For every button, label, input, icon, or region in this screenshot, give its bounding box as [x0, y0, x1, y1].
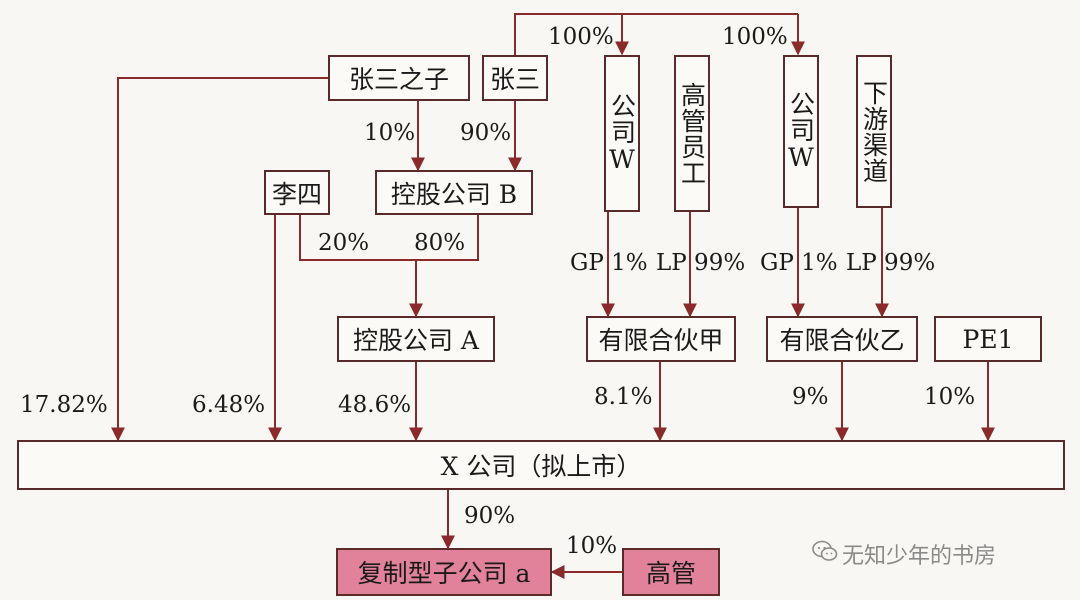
- node-holding-b: 控股公司 B: [375, 170, 533, 215]
- watermark-text: 无知少年的书房: [842, 544, 997, 569]
- node-lisi: 李四: [264, 170, 330, 215]
- node-company-x: X 公司（拟上市）: [17, 440, 1065, 490]
- node-replica-subsidiary: 复制型子公司 a: [336, 548, 552, 596]
- label-lp-jia: LP 99%: [656, 250, 746, 276]
- label-zs-to-b: 90%: [460, 120, 512, 146]
- label-gp-jia: GP 1%: [570, 250, 648, 276]
- node-partnership-jia: 有限合伙甲: [586, 316, 736, 362]
- node-downstream: 下游渠道: [856, 55, 892, 208]
- label-jia-to-x: 8.1%: [594, 384, 653, 410]
- label-b-to-a: 80%: [414, 230, 466, 256]
- label-yi-to-x: 9%: [792, 384, 829, 410]
- label-lp-yi: LP 99%: [846, 250, 936, 276]
- label-exec-to-sub: 10%: [566, 533, 618, 559]
- node-holding-a: 控股公司 A: [337, 316, 495, 362]
- node-executives: 高管: [622, 548, 720, 596]
- watermark: 无知少年的书房: [812, 538, 996, 570]
- label-son-to-x: 17.82%: [20, 392, 108, 418]
- node-zhangsan-son: 张三之子: [328, 55, 470, 101]
- label-gp-yi: GP 1%: [760, 250, 838, 276]
- label-pct-100-right: 100%: [722, 24, 788, 50]
- label-lisi-to-x: 6.48%: [192, 392, 266, 418]
- label-lisi-to-a: 20%: [318, 230, 370, 256]
- node-zhangsan: 张三: [482, 55, 548, 101]
- label-son-to-b: 10%: [364, 120, 416, 146]
- node-partnership-yi: 有限合伙乙: [766, 316, 918, 362]
- node-company-w-2: 公司W: [783, 55, 819, 208]
- label-pct-100-left: 100%: [548, 24, 614, 50]
- node-pe1: PE1: [934, 316, 1042, 362]
- label-x-to-sub: 90%: [464, 503, 516, 529]
- wechat-icon: [812, 540, 838, 568]
- label-a-to-x: 48.6%: [338, 392, 412, 418]
- node-senior-staff: 高管员工: [674, 55, 710, 212]
- node-company-w-1: 公司W: [604, 55, 640, 212]
- label-pe1-to-x: 10%: [924, 384, 976, 410]
